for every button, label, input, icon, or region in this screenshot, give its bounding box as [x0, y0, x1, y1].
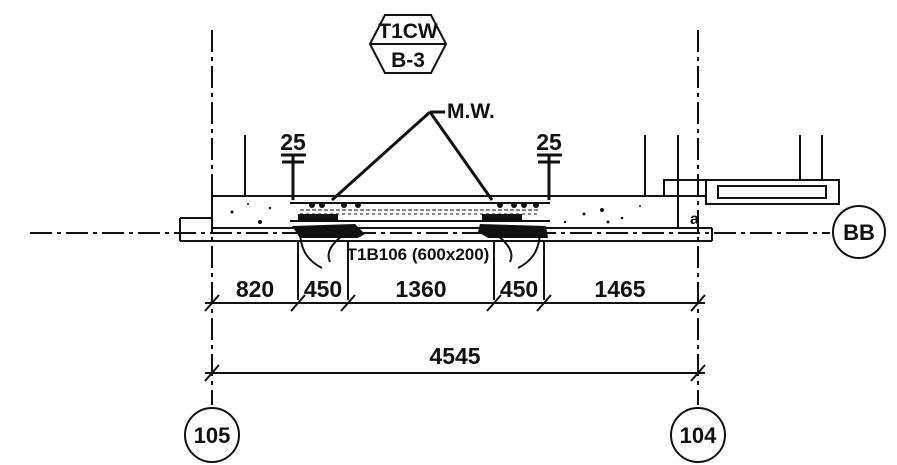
grid-label-bb: BB: [843, 220, 875, 245]
dim-segment-2: 450: [304, 276, 342, 302]
bar-mark-left-label: 25: [280, 129, 306, 155]
grid-label-105: 105: [194, 423, 231, 448]
dim-segment-4: 450: [500, 276, 538, 302]
grid-bubble-104: 104: [670, 407, 726, 463]
bar-mark-right-label: 25: [536, 129, 562, 155]
mw-leader: M.W.: [330, 100, 495, 202]
mw-label: M.W.: [447, 100, 495, 123]
dim-segment-5: 1465: [594, 276, 645, 302]
bar-mark-right: 25: [536, 129, 562, 200]
grid-bubble-bb: BB: [832, 205, 886, 259]
grid-label-104: 104: [680, 423, 717, 448]
column-lines: [244, 135, 823, 196]
bar-mark-left: 25: [280, 129, 306, 200]
beam-label: T1B106 (600x200): [347, 245, 490, 264]
section-tag-line1: T1CW: [378, 20, 438, 43]
section-tag-line2: B-3: [391, 49, 425, 72]
grid-bubble-105: 105: [184, 407, 240, 463]
dimension-line-overall: 4545: [204, 343, 706, 382]
dim-segment-3: 1360: [395, 276, 446, 302]
small-mark: a: [690, 211, 699, 228]
dimension-line-segments: 820 450 1360 450 1465: [204, 276, 706, 312]
slab-section: a: [179, 179, 840, 269]
dim-overall: 4545: [429, 343, 480, 369]
beam-edge-lines: [297, 241, 545, 300]
dim-segment-1: 820: [236, 276, 274, 302]
section-tag: T1CW B-3: [368, 14, 448, 74]
